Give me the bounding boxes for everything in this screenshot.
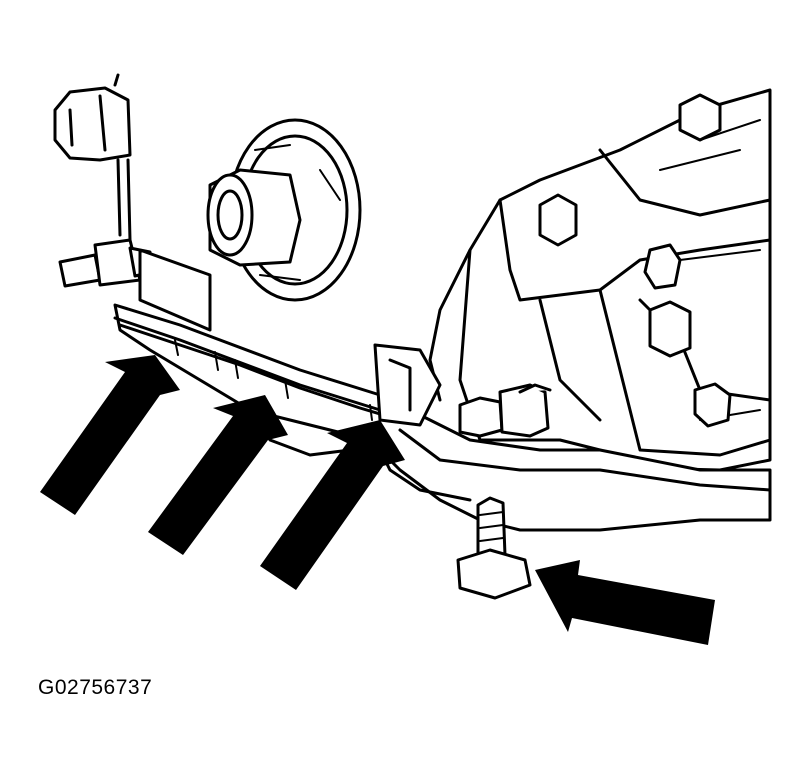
arrows [40, 355, 715, 645]
housing-bolts [538, 93, 732, 428]
pan-bracket [373, 343, 442, 427]
pan-fitting [458, 383, 552, 438]
figure-id-label: G02756737 [38, 676, 153, 699]
oil-level-sensor [53, 73, 132, 242]
pan-bolt [456, 496, 532, 600]
arrow-3 [260, 420, 405, 590]
crankshaft-pulley [206, 118, 362, 302]
bracket [138, 248, 212, 332]
arrow-4 [535, 560, 715, 645]
arrow-2 [148, 395, 288, 555]
sensor-fitting [58, 238, 154, 288]
arrow-1 [40, 355, 180, 515]
pan-gasket [118, 323, 402, 422]
engine-housing [428, 88, 772, 472]
